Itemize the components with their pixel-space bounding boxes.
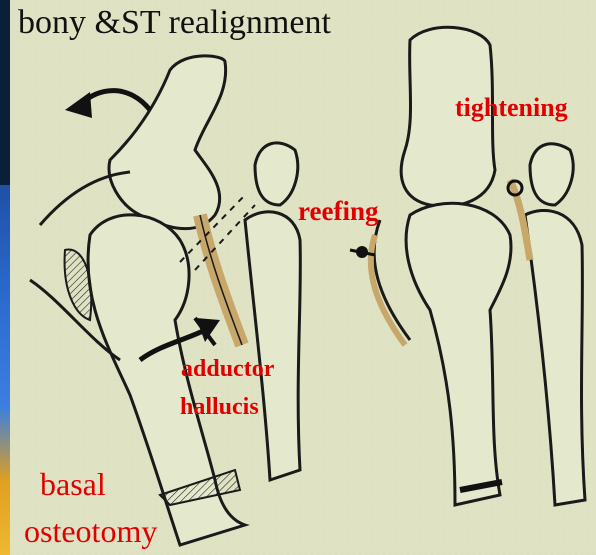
label-osteotomy: osteotomy — [24, 515, 157, 547]
label-basal: basal — [40, 468, 106, 500]
label-reefing: reefing — [298, 198, 378, 225]
slide-title: bony &ST realignment — [18, 4, 331, 42]
label-adductor: adductor — [181, 357, 274, 381]
label-hallucis: hallucis — [180, 395, 259, 419]
label-tightening: tightening — [455, 95, 568, 121]
